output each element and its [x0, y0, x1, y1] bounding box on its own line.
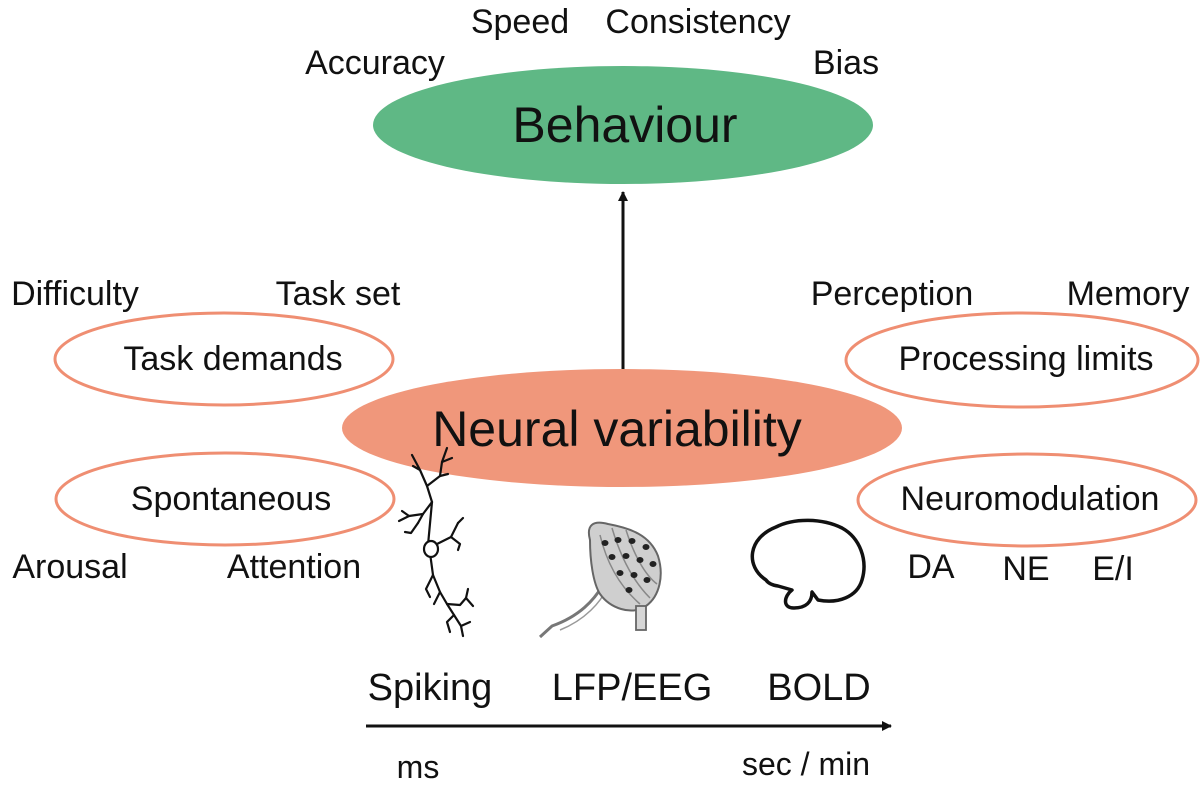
processing-limits-node: [844, 311, 1200, 409]
memory-label: Memory: [1067, 275, 1190, 313]
task-set-label: Task set: [276, 275, 401, 313]
timescale-end-label: sec / min: [742, 746, 870, 782]
eeg-cap-icon: [538, 521, 662, 639]
neural-variability-node: [342, 369, 902, 487]
da-label: DA: [907, 548, 955, 586]
spontaneous-label: Spontaneous: [131, 480, 331, 518]
difficulty-label: Difficulty: [11, 275, 139, 313]
task-demands-label: Task demands: [123, 340, 342, 378]
consistency-label: Consistency: [605, 3, 790, 41]
ei-label: E/I: [1092, 550, 1134, 588]
ne-label: NE: [1002, 550, 1049, 588]
bias-label: Bias: [813, 44, 879, 82]
speed-label: Speed: [471, 3, 569, 41]
perception-label: Perception: [811, 275, 974, 313]
neuromodulation-node: [856, 452, 1198, 548]
task-demands-node: [53, 311, 395, 407]
behaviour-node: [373, 66, 873, 184]
spontaneous-node: [54, 451, 396, 547]
neuromodulation-label: Neuromodulation: [901, 480, 1160, 518]
spiking-label: Spiking: [368, 667, 493, 709]
bold-label: BOLD: [767, 667, 870, 709]
lfp-eeg-label: LFP/EEG: [552, 667, 713, 709]
neural-variability-label: Neural variability: [432, 401, 802, 457]
brain-icon: [750, 518, 866, 610]
timescale-start-label: ms: [397, 749, 440, 785]
accuracy-label: Accuracy: [305, 44, 445, 82]
attention-label: Attention: [227, 548, 361, 586]
behaviour-label: Behaviour: [512, 97, 737, 153]
neuron-icon: [397, 446, 475, 638]
arousal-label: Arousal: [12, 548, 127, 586]
processing-limits-label: Processing limits: [898, 340, 1153, 378]
